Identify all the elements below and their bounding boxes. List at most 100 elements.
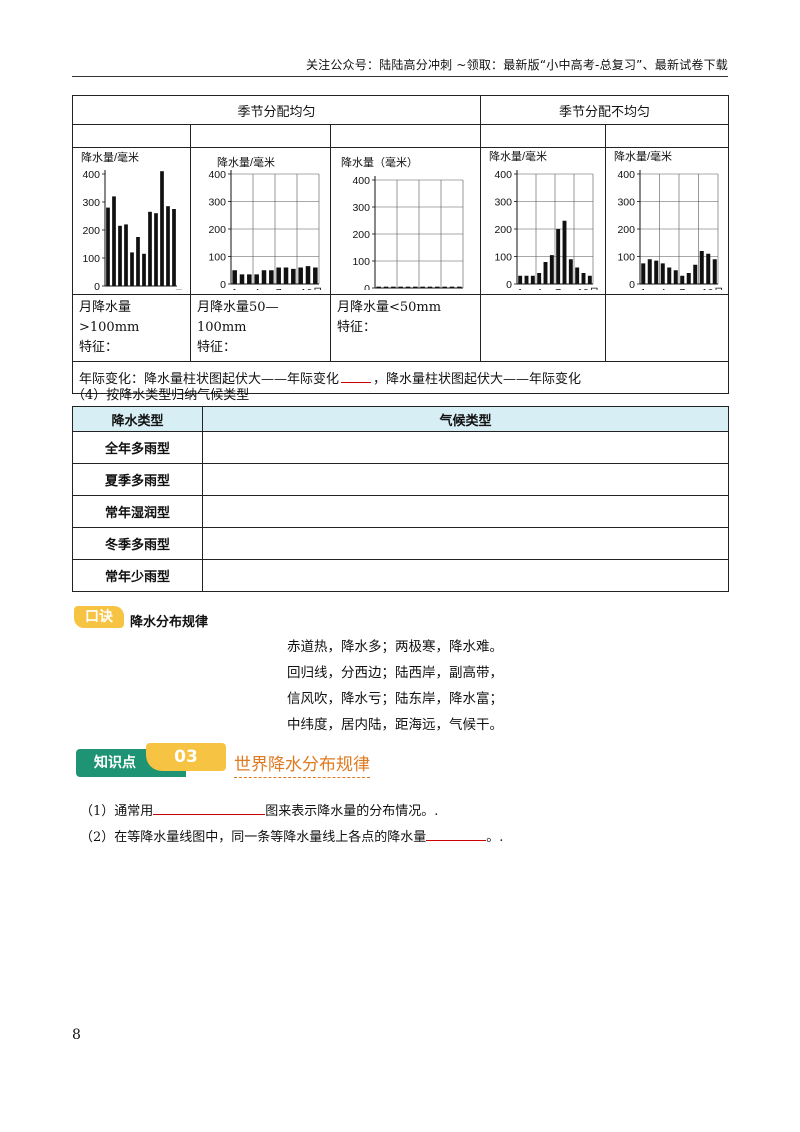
chart-y-tick-label: 200 [82,225,100,237]
fill-blank[interactable] [341,382,372,383]
chart-y-tick-label: 400 [495,169,513,181]
chart-bar [148,211,152,286]
chart-bar [667,267,672,284]
chart-y-tick-label: 0 [94,281,100,290]
chart-y-tick-label: 100 [618,252,636,264]
feature-label: 特征： [79,340,119,355]
chart-y-tick-label: 400 [618,169,636,181]
chart-bar [106,207,110,286]
blank-cell[interactable] [72,124,191,148]
answer-cell[interactable] [202,431,729,464]
q1-text-b: 图来表示降水量的分布情况。. [265,804,439,819]
chart-x-tick-label: 4 [254,287,260,290]
chart-y-label: 降水量/毫米 [614,149,672,163]
q2-text-b: 。. [486,830,504,845]
chart-bar [457,286,462,288]
chart-bar [276,267,281,284]
chart-bar [693,264,698,284]
poem-line: 信风吹，降水亏；陆东岸，降水富； [287,691,503,707]
chart-bar [442,286,447,288]
chart-bar [660,263,665,284]
climate-type-table: 降水类型 气候类型 全年多雨型 夏季多雨型 常年湿润型 冬季多雨型 常年少雨型 [72,406,729,592]
chart-bar [283,267,289,284]
chart-bar [298,267,303,284]
chart-x-tick-label: 10月 [301,287,323,290]
chart-x-tick-label: 10月 [577,287,599,290]
chart-y-label: 降水量（毫米） [341,155,418,169]
row-label: 全年多雨型 [72,431,203,464]
chart-bar [383,286,389,288]
chart-y-tick-label: 300 [495,197,513,209]
chart-bar [686,273,691,284]
chart-bar [313,267,318,284]
chart-y-tick-label: 300 [352,202,370,214]
chart-bar [420,286,425,288]
chart-y-label: 降水量/毫米 [217,155,275,169]
precipitation-chart-4: 降水量/毫米010020030040014710月 [489,149,599,299]
chart-bar [706,253,711,284]
chart-bar [154,213,158,286]
row-label: 常年湿润型 [72,495,203,528]
chart-bar [398,286,403,288]
precipitation-chart-1: 降水量/毫米010020030040014710月 [81,150,184,301]
chart-bar [549,255,554,284]
answer-cell[interactable] [202,495,729,528]
precipitation-chart-2: 降水量/毫米010020030040014710月 [208,155,323,299]
chart-y-tick-label: 0 [220,279,226,290]
chart-bar [254,274,259,284]
knowledge-title: 世界降水分布规律 [234,750,370,778]
chart-y-tick-label: 0 [506,279,512,290]
chart-bar [261,270,267,284]
chart-bar [575,267,580,284]
precipitation-chart-3: 降水量（毫米）010020030040014710(月) [341,155,466,303]
chart-bar [641,263,646,284]
answer-cell[interactable] [202,463,729,496]
chart-y-tick-label: 400 [82,169,100,181]
section-4-title: （4）按降水类型归纳气候类型 [72,388,250,403]
chart-y-tick-label: 300 [208,197,226,209]
chart-x-tick-label: 7 [555,287,561,290]
col-climate-type: 气候类型 [202,406,729,432]
answer-cell[interactable] [202,559,729,592]
chart-bar [405,286,411,288]
poem-line: 赤道热，降水多；两极寒，降水难。 [287,639,503,655]
blank-cell[interactable] [480,294,607,362]
chart-y-tick-label: 300 [82,197,100,209]
chart-bar [305,266,311,284]
q1-text-a: （1）通常用 [80,804,154,819]
chart-x-tick-label: 1 [105,289,111,290]
chart-y-tick-label: 400 [352,175,370,187]
blank-cell[interactable] [605,294,730,362]
fill-blank[interactable] [426,840,487,841]
chart-y-tick-label: 100 [208,252,226,264]
blank-cell[interactable] [605,124,730,148]
chart-bar [232,270,237,284]
chart-x-tick-label: 1 [640,287,646,290]
page-header: 关注公众号：陆陆高分冲刺 ~领取：最新版“小中高考-总复习”、最新试卷下载 [305,58,728,72]
chart-bar [556,229,561,284]
poem-line: 回归线，分西边；陆西岸，副高带， [287,665,503,681]
chart-x-tick-label: 10月 [702,287,724,290]
chart-bar [712,259,717,284]
answer-cell[interactable] [202,527,729,560]
chart-bar [568,259,573,284]
chart-bar [291,268,296,284]
yearly-text-a: 年际变化：降水量柱状图起伏大——年际变化 [79,372,340,387]
chart-bar [413,286,418,288]
fill-blank[interactable] [153,814,266,815]
blank-cell[interactable] [480,124,607,148]
chart-y-tick-label: 200 [495,224,513,236]
chart-y-tick-label: 0 [364,283,370,290]
feature-2: 月降水量50—100mm [197,300,279,335]
chart-bar [654,260,659,284]
chart-bar [449,286,455,288]
page-number: 8 [72,1027,81,1043]
feature-label: 特征： [337,320,377,335]
chart-bar [537,273,542,284]
chart-y-label: 降水量/毫米 [81,150,139,164]
chart-bar [427,286,433,288]
yearly-variation-row: 年际变化：降水量柱状图起伏大——年际变化，降水量柱状图起伏大——年际变化 [71,361,730,394]
blank-cell[interactable] [329,124,482,148]
chart-x-tick-label: 1 [517,287,523,290]
blank-cell[interactable] [190,124,331,148]
